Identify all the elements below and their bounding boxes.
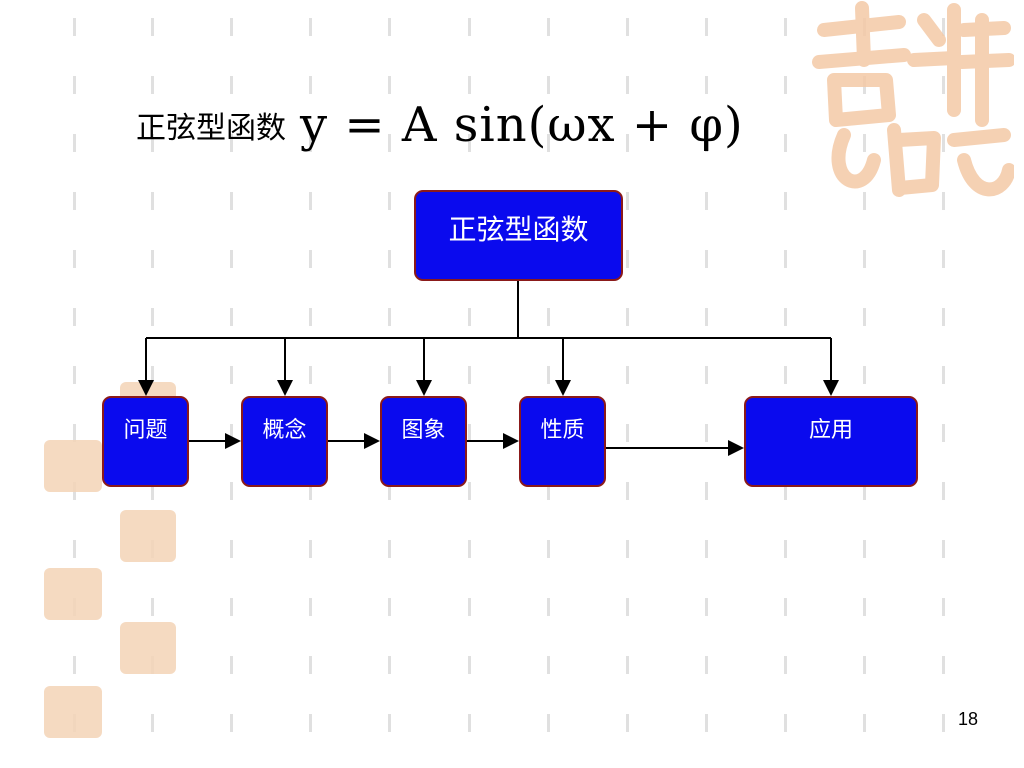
auspicious-logo-decoration <box>812 1 1014 197</box>
node-properties-label: 性质 <box>540 418 585 443</box>
node-graph: 图象 <box>380 396 467 487</box>
node-application-label: 应用 <box>808 418 853 443</box>
node-concept-label: 概念 <box>262 418 307 443</box>
node-properties: 性质 <box>519 396 606 487</box>
node-concept: 概念 <box>241 396 328 487</box>
node-root-label: 正弦型函数 <box>448 213 589 246</box>
node-problem: 问题 <box>102 396 189 487</box>
node-root: 正弦型函数 <box>414 190 623 281</box>
node-problem-label: 问题 <box>123 418 168 443</box>
node-graph-label: 图象 <box>401 418 446 443</box>
title-text: 正弦型函数 <box>136 111 286 146</box>
title-formula: y = A sin(ωx + φ) <box>300 97 744 153</box>
node-application: 应用 <box>744 396 918 487</box>
slide-title: 正弦型函数 y = A sin(ωx + φ) <box>136 85 744 165</box>
page-number: 18 <box>957 709 978 729</box>
